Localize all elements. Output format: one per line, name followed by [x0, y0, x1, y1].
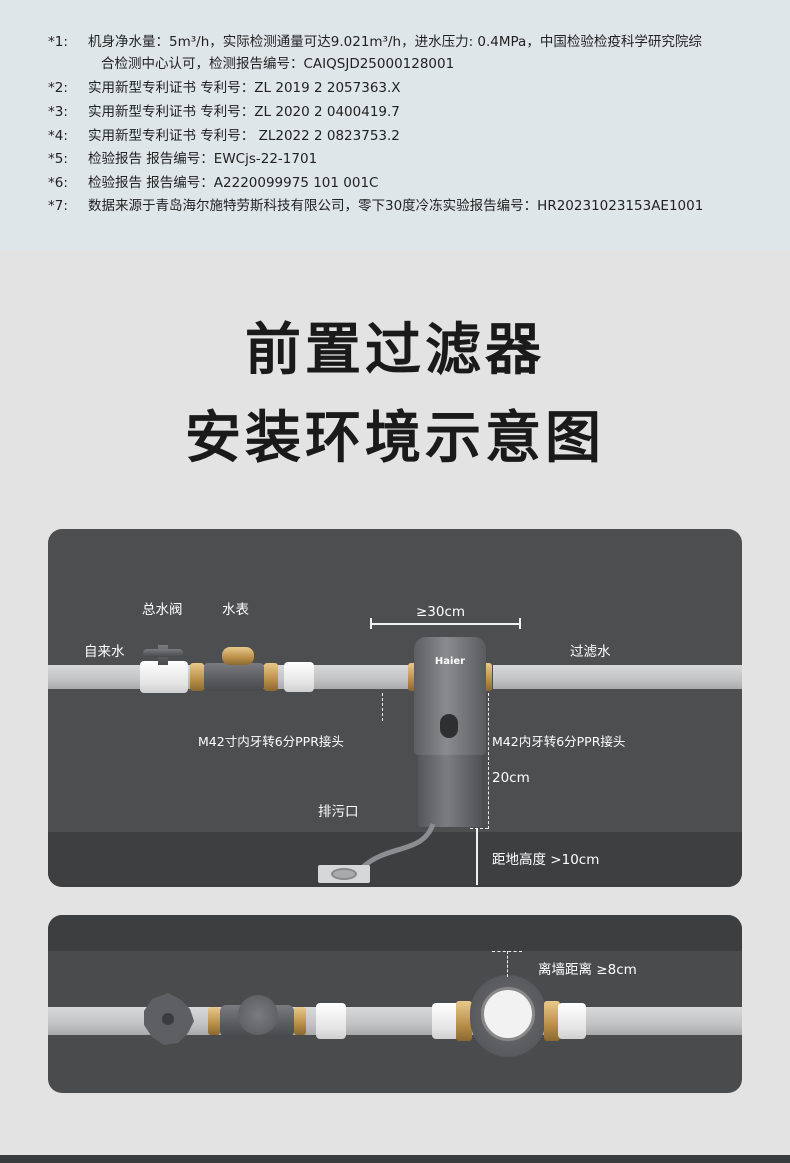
water-meter-body — [204, 663, 264, 691]
bottom-band — [0, 1155, 790, 1163]
adapter-right-label: M42内牙转6分PPR接头 — [492, 734, 626, 749]
brass-adapter-left — [408, 663, 418, 691]
filter-window — [440, 714, 458, 738]
note-marker: *5: — [48, 151, 68, 167]
note-marker: *3: — [48, 104, 68, 120]
note-text: 实用新型专利证书 专利号：ZL 2020 2 0400419.7 — [88, 104, 400, 120]
brass-adapter — [544, 1001, 560, 1041]
title-line-1: 前置过滤器 — [245, 318, 545, 383]
width-requirement-label: ≥30cm — [416, 604, 466, 620]
note-marker: *1: — [48, 34, 68, 50]
valve-knob — [144, 993, 194, 1045]
water-meter-dial — [222, 647, 254, 665]
water-meter-dial — [238, 995, 278, 1035]
wall-distance-leader — [507, 951, 508, 977]
water-meter-label: 水表 — [222, 602, 249, 618]
note-marker: *6: — [48, 175, 68, 191]
pressure-gauge — [481, 987, 535, 1041]
ppr-fitting — [316, 1003, 346, 1039]
brand-logo: Haier — [434, 656, 466, 667]
ppr-fitting — [558, 1003, 586, 1039]
brass-adapter — [456, 1001, 472, 1041]
ppr-fitting — [284, 662, 314, 692]
wall-distance-marker — [492, 951, 522, 952]
brass-adapter-right — [482, 663, 492, 691]
wall-distance-label: 离墙距离 ≥8cm — [538, 962, 637, 978]
note-text: 检验报告 报告编号：A2220099975 101 001C — [88, 175, 379, 191]
dimension-tick — [519, 618, 521, 629]
title-line-2: 安装环境示意图 — [185, 406, 605, 471]
filtered-water-label: 过滤水 — [570, 644, 611, 660]
height-marker — [470, 828, 488, 829]
main-valve-body — [140, 661, 188, 693]
wall — [48, 915, 742, 951]
height-leader — [488, 693, 489, 829]
note-marker: *4: — [48, 128, 68, 144]
brass-nut — [208, 1007, 220, 1035]
valve-handle — [143, 649, 183, 657]
note-marker: *2: — [48, 80, 68, 96]
note-marker: *7: — [48, 198, 68, 214]
width-dimension-line — [370, 623, 520, 625]
note-text: 实用新型专利证书 专利号： ZL2022 2 0823753.2 — [88, 128, 400, 144]
tap-water-label: 自来水 — [84, 644, 125, 660]
drain-hose — [361, 823, 436, 869]
note-text: 检验报告 报告编号：EWCjs-22-1701 — [88, 151, 318, 167]
ground-height-label: 距地高度 >10cm — [492, 852, 600, 868]
note-text: 实用新型专利证书 专利号：ZL 2019 2 2057363.X — [88, 80, 401, 96]
footnotes-section: *1: 机身净水量：5m³/h，实际检测通量可达9.021m³/h，进水压力: … — [0, 0, 790, 250]
drain-outlet-label: 排污口 — [318, 804, 359, 820]
dimension-tick — [370, 618, 372, 629]
outlet-pipe — [493, 665, 742, 689]
brass-nut — [264, 663, 278, 691]
note-text: 数据来源于青岛海尔施特劳斯科技有限公司，零下30度冷冻实验报告编号：HR2023… — [88, 198, 704, 214]
adapter-left-leader — [382, 693, 383, 721]
installation-diagram-top: 离墙距离 ≥8cm — [48, 915, 742, 1093]
note-continuation: 合检测中心认可，检测报告编号：CAIQSJD25000128001 — [101, 56, 455, 72]
brass-nut — [190, 663, 204, 691]
adapter-left-label: M42寸内牙转6分PPR接头 — [198, 734, 344, 749]
note-text: 机身净水量：5m³/h，实际检测通量可达9.021m³/h，进水压力: 0.4M… — [88, 34, 702, 50]
installation-diagram-front: Haier ≥30cm 自来水 总水阀 水表 过滤水 M42寸内牙转6分PPR接… — [48, 529, 742, 887]
main-valve-label: 总水阀 — [142, 602, 183, 618]
drain-grate — [331, 868, 357, 880]
floor — [48, 832, 742, 887]
height-20cm-label: 20cm — [492, 770, 530, 786]
ppr-fitting — [432, 1003, 460, 1039]
inlet-pipe — [48, 665, 158, 689]
filter-body — [418, 755, 482, 827]
ground-height-line — [476, 829, 478, 885]
brass-nut — [294, 1007, 306, 1035]
